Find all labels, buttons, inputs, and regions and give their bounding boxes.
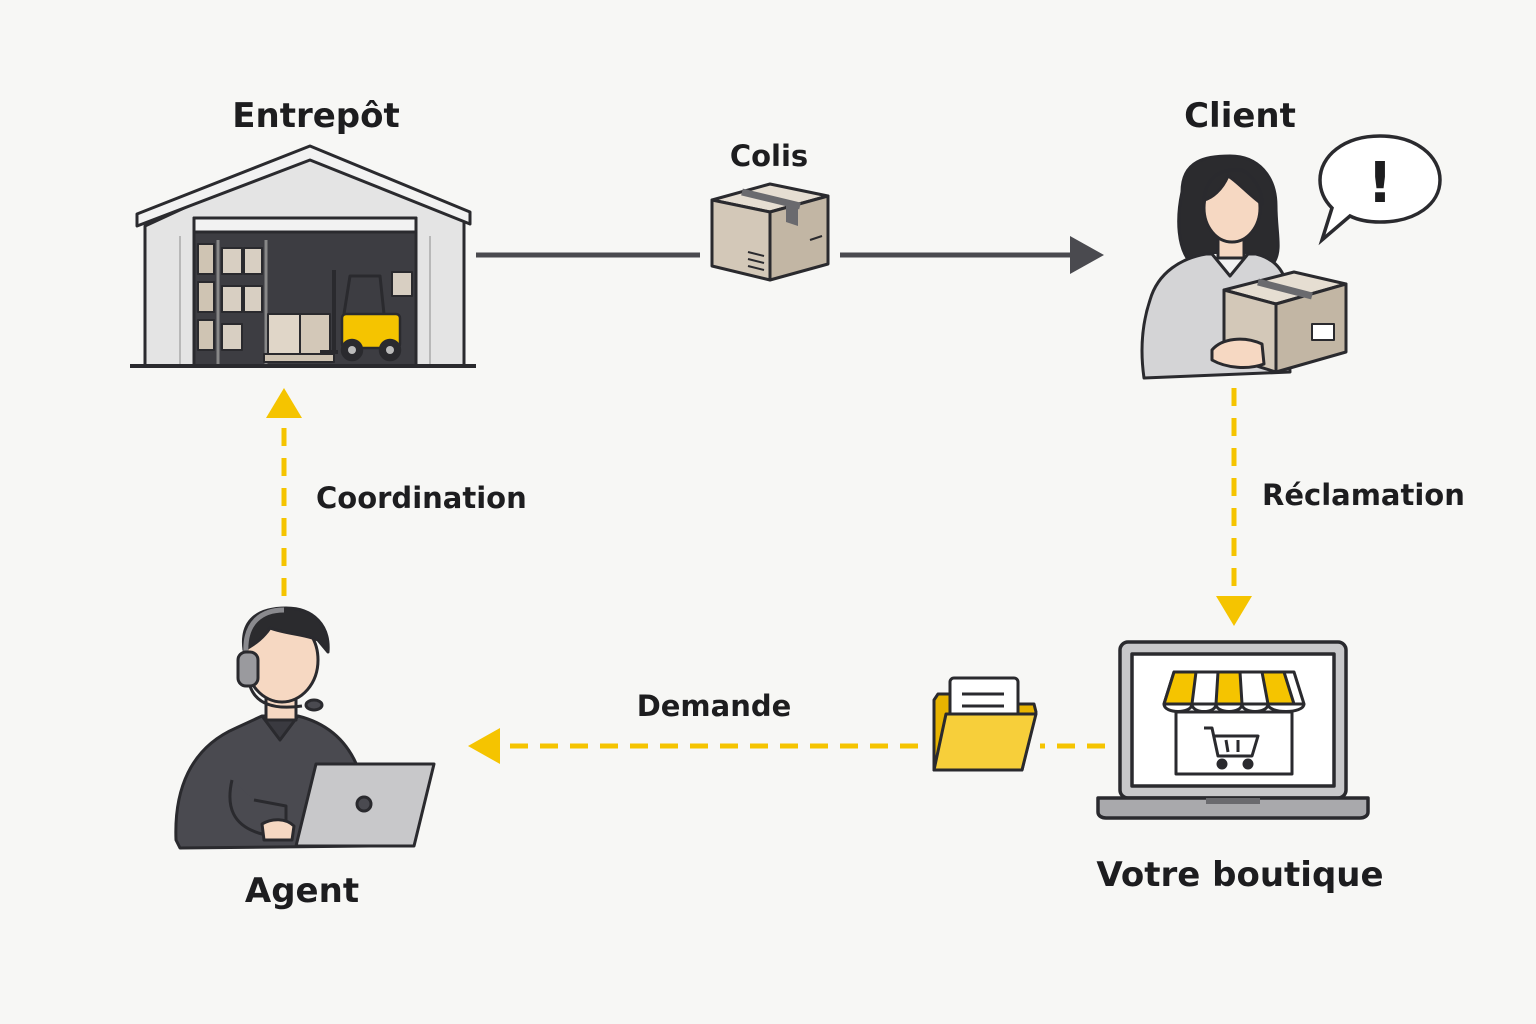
support-agent-icon	[174, 606, 436, 850]
edge-complaint: Réclamation	[1216, 388, 1465, 626]
edge-parcel: Colis	[476, 139, 1104, 282]
node-agent: Agent	[174, 606, 436, 911]
speech-bubble-icon: !	[1318, 134, 1442, 246]
forklift-icon	[320, 270, 402, 362]
coordination-label: Coordination	[316, 481, 527, 515]
client-label: Client	[1184, 96, 1296, 136]
laptop-shop-icon	[1096, 640, 1370, 820]
cart-icon	[1204, 726, 1260, 770]
package-icon	[710, 182, 830, 282]
complaint-arrowhead	[1216, 596, 1252, 626]
customer-with-package-icon	[1140, 154, 1348, 380]
edge-coordination: Coordination	[266, 388, 527, 596]
parcel-label: Colis	[730, 139, 808, 173]
complaint-label: Réclamation	[1262, 478, 1465, 512]
request-arrowhead	[468, 728, 500, 764]
agent-label: Agent	[245, 871, 359, 911]
coordination-arrowhead	[266, 388, 302, 418]
shop-awning	[1162, 670, 1306, 713]
folder-icon	[932, 676, 1038, 772]
warehouse-label: Entrepôt	[232, 96, 399, 136]
request-label: Demande	[637, 689, 792, 723]
node-client: Client !	[1140, 96, 1442, 380]
alert-badge: !	[1367, 151, 1393, 216]
shop-label: Votre boutique	[1096, 855, 1383, 895]
node-shop: Votre boutique	[1096, 640, 1384, 895]
parcel-arrowhead	[1070, 236, 1104, 274]
node-warehouse: Entrepôt	[130, 96, 476, 368]
warehouse-icon	[130, 144, 476, 368]
edge-request: Demande	[468, 676, 1105, 772]
